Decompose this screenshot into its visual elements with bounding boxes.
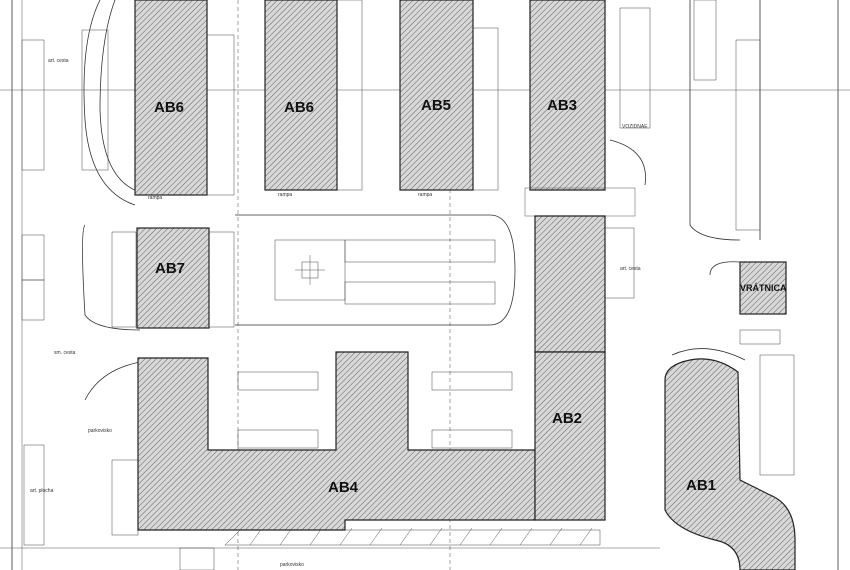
annotation-parking-bottom: parkovisko [280, 562, 304, 568]
central-parking [274, 239, 496, 305]
label-ab4: AB4 [328, 479, 359, 496]
label-ab1: AB1 [686, 477, 716, 494]
courtyard-parking [237, 371, 513, 449]
parking-bottom [179, 527, 601, 570]
label-ab3: AB3 [547, 97, 577, 114]
building-ab5 [399, 0, 474, 191]
right-side-features [739, 329, 795, 476]
annotation-sm-cesta: sm. cesta [54, 350, 76, 356]
label-ab7: AB7 [155, 260, 185, 277]
annotation-art-cesta-2: art. cesta [620, 266, 641, 272]
label-vratnica: VRÁTNICA [740, 283, 787, 293]
building-ab6-right [264, 0, 338, 191]
annotation-art-cesta-1: art. cesta [48, 58, 69, 64]
buildings [134, 0, 796, 570]
building-ab7 [136, 227, 210, 329]
annotation-gate-top: VOZIDNAE [622, 124, 648, 130]
annotation-ramp-2: rampa [278, 192, 292, 198]
building-ab1 [664, 358, 796, 570]
annotation-ramp-3: rampa [418, 192, 432, 198]
building-ab3-lower [534, 215, 606, 353]
annotations: parkovisko parkovisko rampa rampa rampa … [30, 58, 648, 568]
building-ab2 [534, 351, 606, 521]
building-ab4 [137, 351, 536, 531]
building-vratnica [739, 261, 787, 315]
label-ab2: AB2 [552, 410, 582, 427]
label-ab6-left: AB6 [154, 99, 184, 116]
building-ab6-left [134, 0, 208, 196]
road-curves [82, 0, 761, 401]
annotation-parking-left: parkovisko [88, 428, 112, 434]
label-ab5: AB5 [421, 97, 451, 114]
building-labels: AB6 AB6 AB5 AB3 AB7 AB4 AB2 AB1 VRÁTNICA [154, 97, 787, 496]
annotation-ramp-1: rampa [148, 195, 162, 201]
building-ab3 [529, 0, 606, 191]
bridge-ab3 [524, 187, 636, 217]
label-ab6-right: AB6 [284, 99, 314, 116]
annotation-art-plocha: art. plocha [30, 488, 54, 494]
parking-left-column [21, 29, 139, 546]
